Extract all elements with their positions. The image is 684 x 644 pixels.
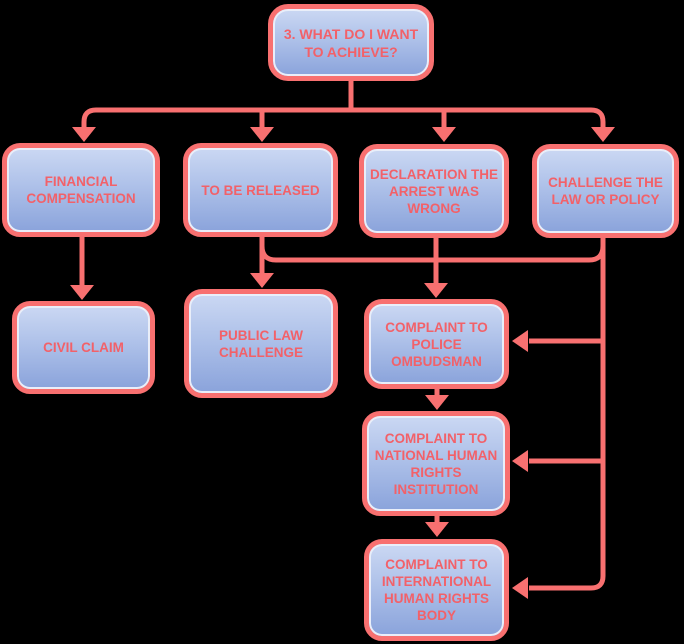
node-financial-compensation-label: FINANCIAL COMPENSATION: [26, 174, 136, 206]
node-complaint-national-hri-label: COMPLAINT TO NATIONAL HUMAN RIGHTS INSTI…: [374, 430, 498, 497]
arrowhead-down-national: [425, 395, 449, 410]
node-complaint-international-hrb-label: COMPLAINT TO INTERNATIONAL HUMAN RIGHTS …: [381, 557, 492, 623]
arrowhead-down-released: [250, 127, 274, 142]
arrowhead-down-civil: [70, 285, 94, 300]
node-declaration-arrest-wrong-label: DECLARATION THE ARREST WAS WRONG: [370, 166, 498, 216]
node-complaint-police-ombudsman: COMPLAINT TO POLICE OMBUDSMAN: [364, 299, 509, 389]
node-achieve: 3. WHAT DO I WANT TO ACHIEVE?: [268, 4, 434, 81]
node-public-law-challenge: PUBLIC LAW CHALLENGE: [184, 289, 338, 398]
node-complaint-international-hrb: COMPLAINT TO INTERNATIONAL HUMAN RIGHTS …: [364, 539, 509, 641]
node-complaint-national-hri: COMPLAINT TO NATIONAL HUMAN RIGHTS INSTI…: [362, 411, 510, 516]
connector-challenge-publiclaw: [259, 240, 606, 263]
node-to-be-released-label: TO BE RELEASED: [201, 182, 320, 198]
arrowhead-down-financial: [72, 127, 96, 142]
node-civil-claim: CIVIL CLAIM: [12, 301, 155, 394]
node-public-law-challenge-label: PUBLIC LAW CHALLENGE: [219, 327, 303, 360]
arrowhead-down-ombudsman: [424, 283, 448, 298]
node-to-be-released: TO BE RELEASED: [183, 143, 338, 237]
arrowhead-down-challenge: [591, 127, 615, 142]
connector-distribution-line: [81, 107, 606, 132]
node-declaration-arrest-wrong: DECLARATION THE ARREST WAS WRONG: [359, 144, 509, 238]
node-financial-compensation: FINANCIAL COMPENSATION: [2, 143, 160, 237]
node-civil-claim-label: CIVIL CLAIM: [43, 340, 124, 355]
node-challenge-law-policy-label: CHALLENGE THE LAW OR POLICY: [548, 175, 663, 207]
arrowhead-down-declaration: [432, 127, 456, 142]
node-achieve-label: 3. WHAT DO I WANT TO ACHIEVE?: [283, 25, 419, 60]
arrowhead-left-ombudsman: [512, 330, 528, 352]
arrowhead-down-international: [425, 522, 449, 537]
connector-challenge-rail: [529, 238, 606, 591]
arrowhead-down-publiclaw: [250, 273, 274, 288]
arrowhead-left-national: [512, 450, 528, 472]
node-complaint-police-ombudsman-label: COMPLAINT TO POLICE OMBUDSMAN: [385, 319, 488, 369]
arrowhead-left-international: [512, 577, 528, 599]
node-challenge-law-policy: CHALLENGE THE LAW OR POLICY: [532, 144, 679, 238]
